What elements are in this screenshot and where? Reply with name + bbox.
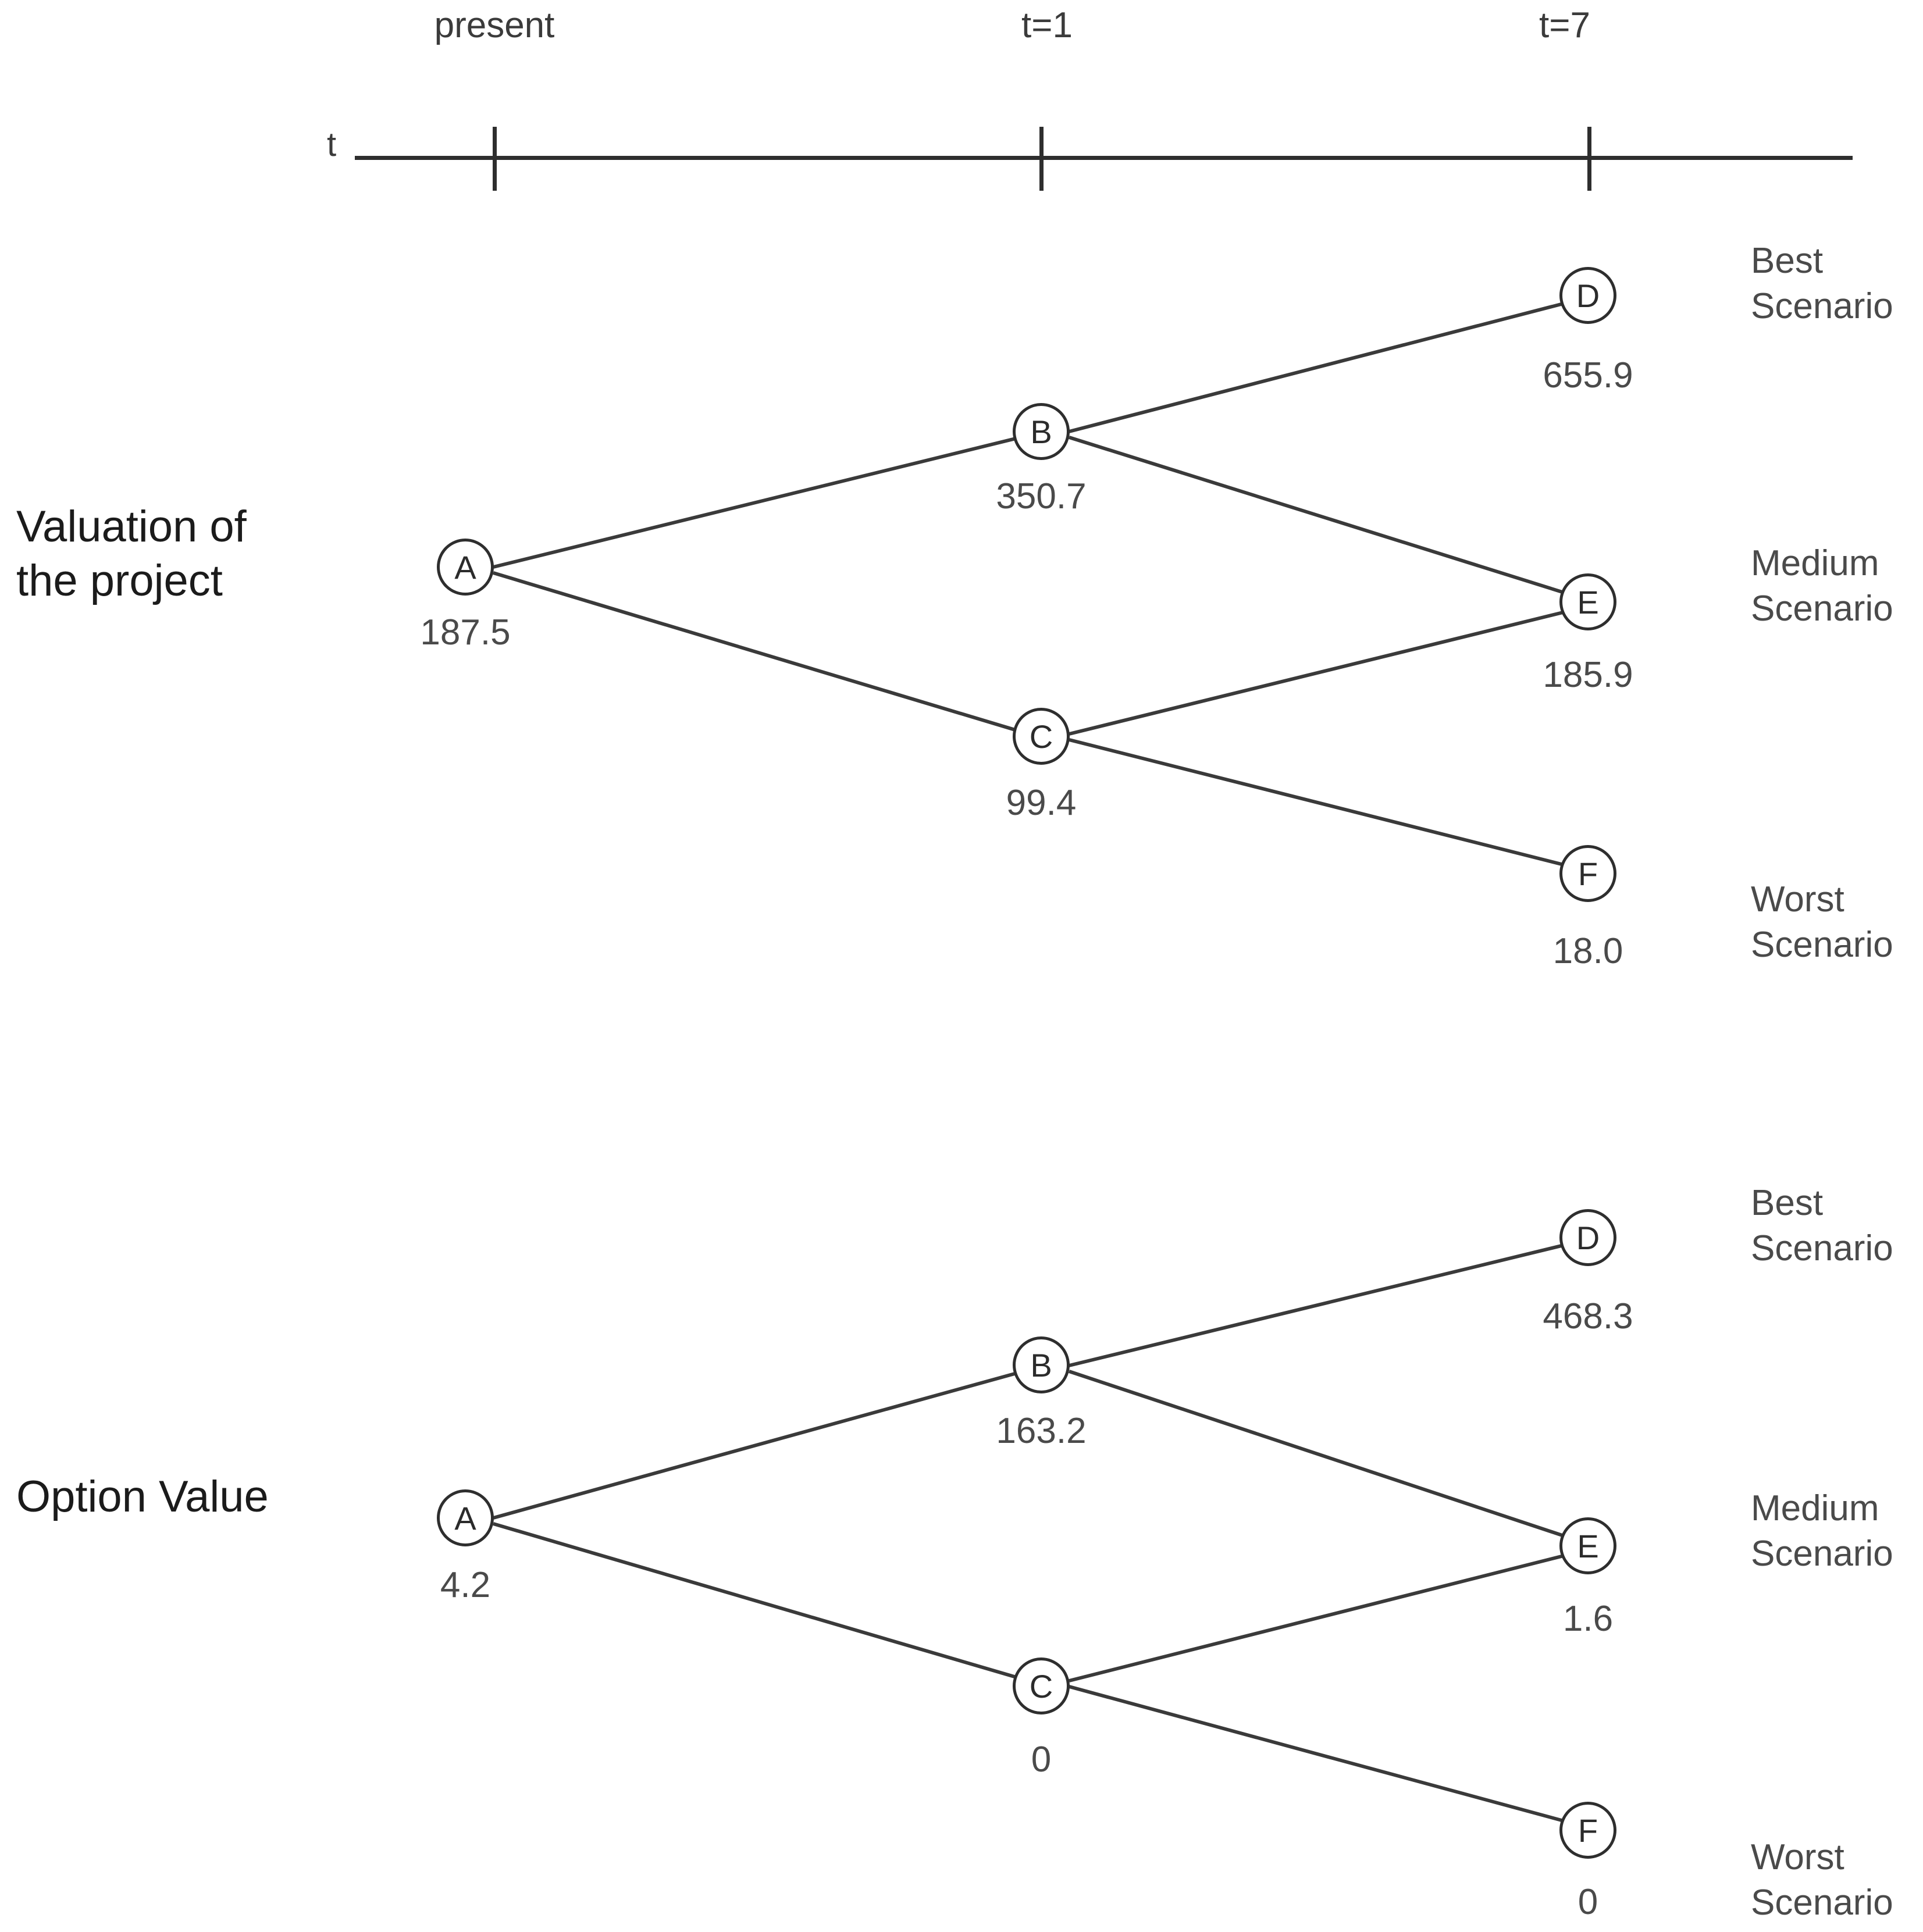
scenario-worst-line1: Worst xyxy=(1751,1837,1844,1877)
lattice-option-value-title-line1: Option Value xyxy=(16,1472,269,1521)
scenario-worst-line1: Worst xyxy=(1751,879,1844,919)
lattice-option-value-title: Option Value xyxy=(16,1470,269,1524)
scenario-best-line1: Best xyxy=(1751,241,1824,281)
scenario-medium-line2: Scenario xyxy=(1751,1533,1893,1574)
edge-A-B xyxy=(493,1364,1045,1520)
scenario-label-worst-valuation: Worst Scenario xyxy=(1751,877,1923,967)
scenario-medium-line2: Scenario xyxy=(1751,588,1893,629)
timeline-tick-label-t7: t=7 xyxy=(1539,5,1590,45)
scenario-best-line2: Scenario xyxy=(1751,286,1893,326)
scenario-best-line1: Best xyxy=(1751,1183,1824,1223)
scenario-best-line2: Scenario xyxy=(1751,1228,1893,1268)
node-B-valuation[interactable]: B xyxy=(1013,403,1070,460)
scenario-label-worst-option-value: Worst Scenario xyxy=(1751,1835,1923,1925)
lattice-valuation-title-line1: Valuation of xyxy=(16,502,247,551)
scenario-label-medium-option-value: Medium Scenario xyxy=(1751,1486,1923,1576)
node-B-option-value-value: 163.2 xyxy=(996,1411,1087,1451)
timeline-tick-label-t1: t=1 xyxy=(1021,5,1073,45)
node-F-valuation-value: 18.0 xyxy=(1552,931,1623,971)
edge-C-E xyxy=(1069,1546,1594,1683)
edge-B-D xyxy=(1069,1236,1596,1367)
node-C-valuation-value: 99.4 xyxy=(1006,783,1077,823)
node-E-valuation-value: 185.9 xyxy=(1543,655,1633,695)
node-B-valuation-value: 350.7 xyxy=(996,476,1087,516)
edge-C-F xyxy=(1069,1685,1594,1831)
edge-C-E xyxy=(1069,603,1594,736)
node-D-option-value-value: 468.3 xyxy=(1543,1296,1633,1336)
lattice-valuation-edges xyxy=(493,294,1596,874)
edge-B-E xyxy=(1069,1370,1594,1548)
edge-C-F xyxy=(1069,738,1594,874)
node-C-valuation[interactable]: C xyxy=(1013,708,1070,765)
scenario-label-best-option-value: Best Scenario xyxy=(1751,1181,1923,1271)
timeline-tick-mark-t1 xyxy=(1039,127,1044,191)
node-D-valuation-value: 655.9 xyxy=(1543,355,1633,395)
edge-A-B xyxy=(493,430,1045,569)
node-A-valuation-value: 187.5 xyxy=(420,612,511,653)
node-C-option-value[interactable]: C xyxy=(1013,1657,1070,1714)
node-D-valuation[interactable]: D xyxy=(1559,267,1616,324)
scenario-worst-line2: Scenario xyxy=(1751,1882,1893,1923)
node-E-valuation[interactable]: E xyxy=(1559,573,1616,630)
timeline-tick-label-present: present xyxy=(434,5,555,45)
edge-B-E xyxy=(1069,436,1594,604)
node-F-option-value[interactable]: F xyxy=(1559,1802,1616,1859)
node-A-valuation[interactable]: A xyxy=(437,539,494,596)
node-E-option-value-value: 1.6 xyxy=(1562,1599,1614,1639)
edge-B-D xyxy=(1069,294,1596,433)
timeline-axis-line xyxy=(355,156,1853,160)
node-D-option-value[interactable]: D xyxy=(1559,1209,1616,1266)
node-C-option-value-value: 0 xyxy=(1031,1739,1052,1780)
timeline-tick-mark-t7 xyxy=(1587,127,1591,191)
node-E-option-value[interactable]: E xyxy=(1559,1517,1616,1574)
lattice-valuation-title: Valuation of the project xyxy=(16,500,247,608)
edge-A-C xyxy=(493,571,1045,740)
node-A-option-value-value: 4.2 xyxy=(440,1565,491,1605)
node-F-valuation[interactable]: F xyxy=(1559,845,1616,902)
scenario-label-medium-valuation: Medium Scenario xyxy=(1751,541,1923,631)
scenario-label-best-valuation: Best Scenario xyxy=(1751,238,1923,329)
lattice-option-value-edges xyxy=(493,1236,1596,1831)
timeline-axis-label: t xyxy=(326,126,337,163)
scenario-medium-line1: Medium xyxy=(1751,543,1879,583)
lattice-valuation-title-line2: the project xyxy=(16,555,223,605)
scenario-worst-line2: Scenario xyxy=(1751,924,1893,965)
node-F-option-value-value: 0 xyxy=(1577,1882,1598,1922)
edge-A-C xyxy=(493,1522,1045,1687)
timeline-tick-mark-present xyxy=(493,127,497,191)
scenario-medium-line1: Medium xyxy=(1751,1488,1879,1528)
node-A-option-value[interactable]: A xyxy=(437,1489,494,1546)
node-B-option-value[interactable]: B xyxy=(1013,1336,1070,1393)
